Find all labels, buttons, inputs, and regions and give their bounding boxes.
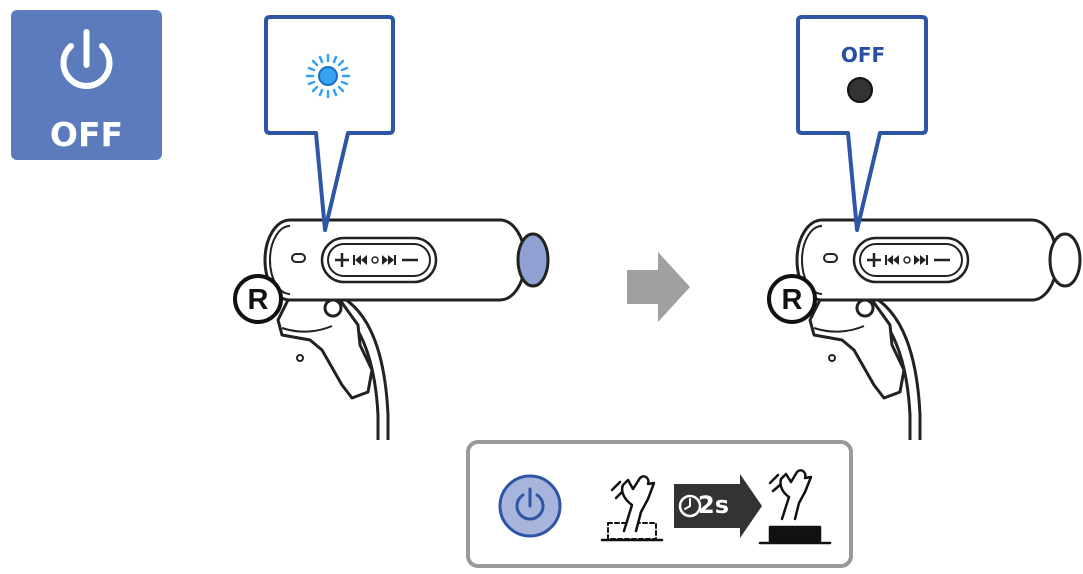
hold-duration-indicator bbox=[674, 474, 762, 538]
arrow-right-icon bbox=[627, 252, 690, 322]
earbud-before bbox=[263, 218, 550, 442]
callout-before bbox=[264, 15, 395, 232]
hold-duration-label: 2s bbox=[698, 491, 729, 519]
callout-after bbox=[796, 15, 928, 232]
side-mark-text: R bbox=[248, 284, 269, 316]
clock-icon bbox=[678, 494, 702, 518]
off-mode-badge: OFF bbox=[11, 10, 162, 160]
led-blinking-icon bbox=[305, 53, 351, 99]
led-off-icon bbox=[847, 77, 873, 103]
finger-press-icon bbox=[600, 475, 664, 542]
right-side-mark-after: R bbox=[767, 274, 817, 324]
power-button bbox=[1048, 232, 1082, 288]
finger-release-icon bbox=[758, 469, 832, 545]
badge-off-label: OFF bbox=[49, 115, 124, 154]
instruction-panel bbox=[466, 440, 853, 568]
side-mark-text: R bbox=[782, 284, 803, 316]
power-button-pressed bbox=[516, 232, 550, 288]
off-status-label: OFF bbox=[840, 43, 886, 67]
power-button-icon bbox=[498, 474, 562, 538]
power-icon bbox=[60, 29, 113, 89]
earbud-after bbox=[795, 218, 1082, 442]
right-side-mark-before: R bbox=[233, 274, 283, 324]
